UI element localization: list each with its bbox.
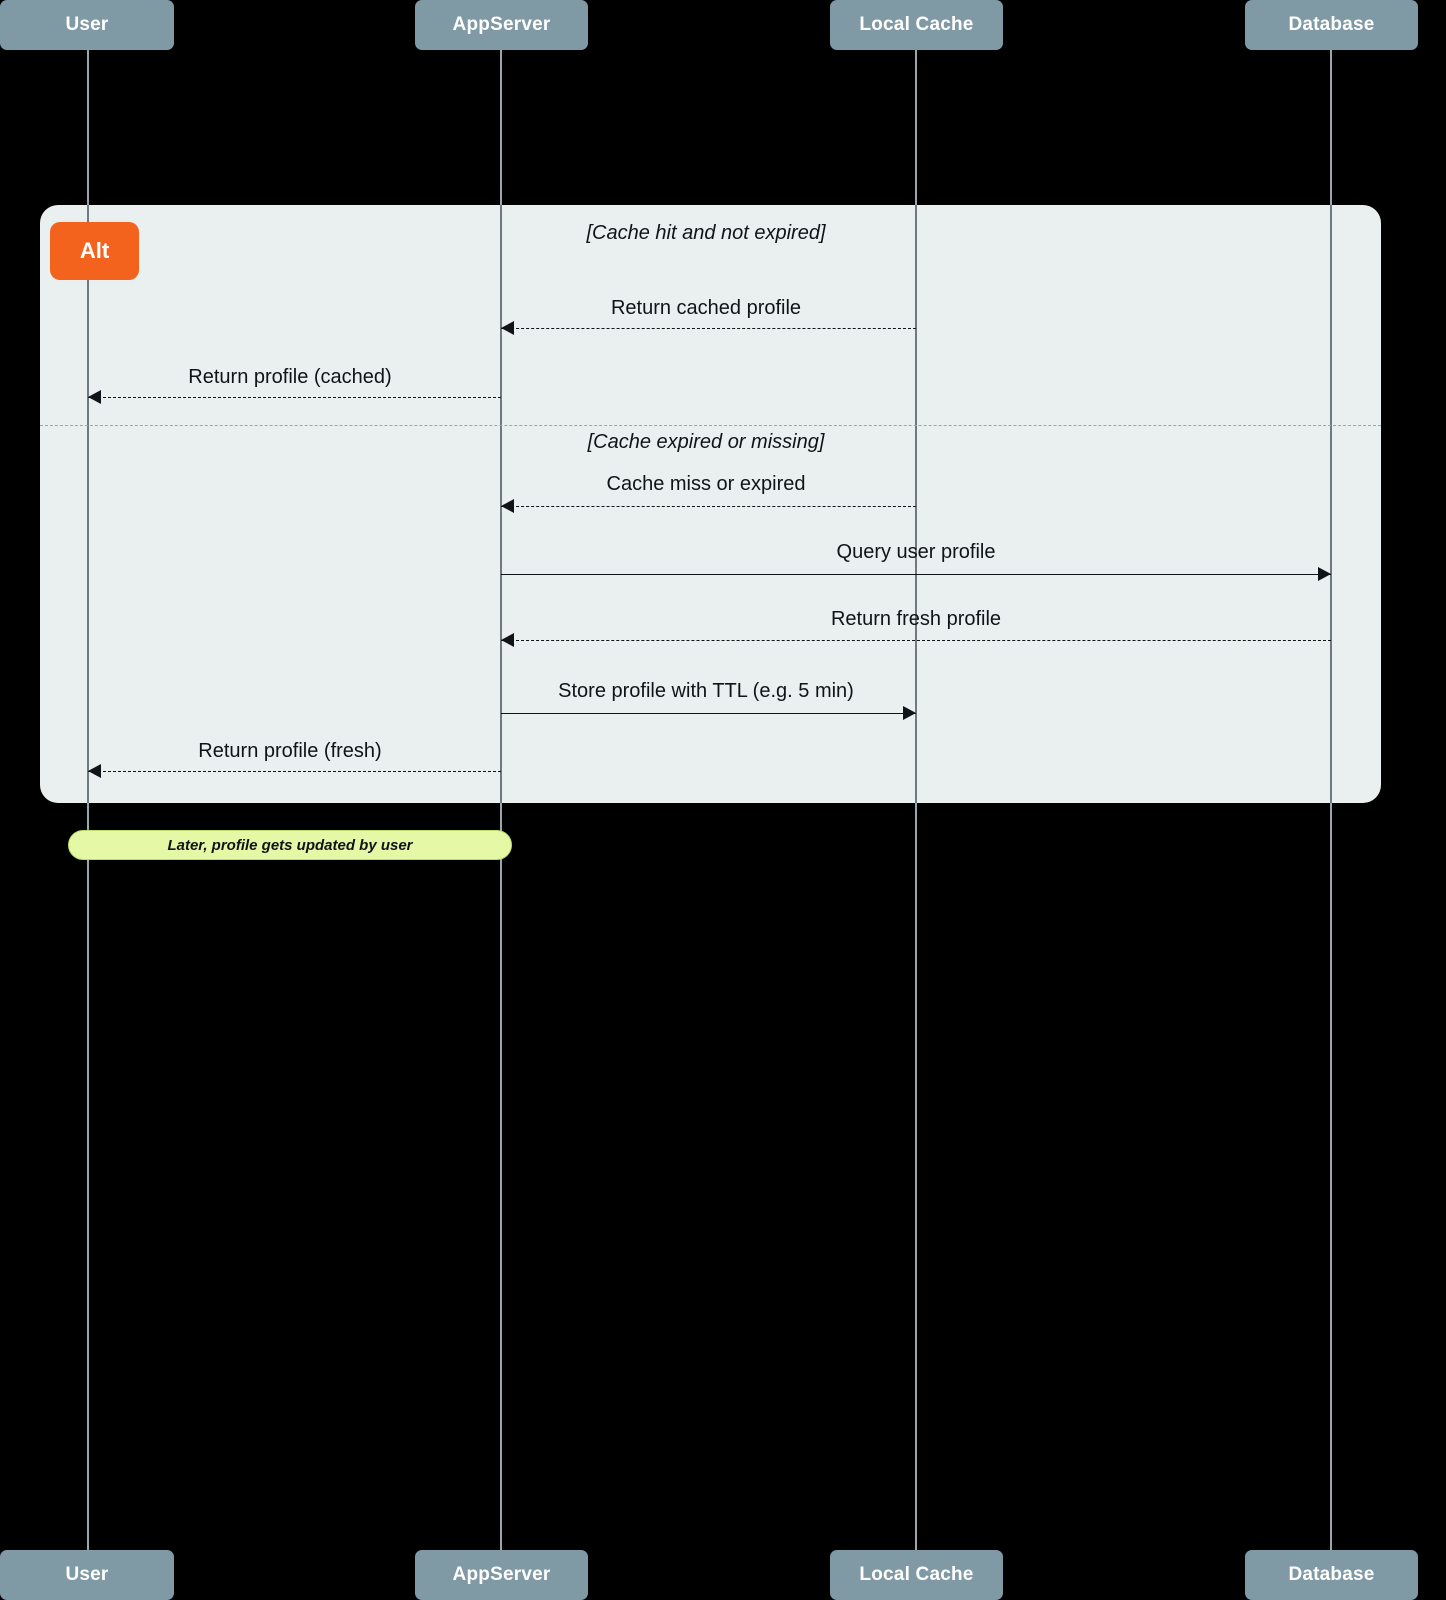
alt-fragment-label: Alt [50,222,139,280]
message-arrowhead-m4 [1318,567,1331,581]
note-text: Later, profile gets updated by user [167,836,413,854]
lifeline-segment-user [87,205,89,803]
message-line-m4 [501,574,1331,575]
participant-cache-bottom[interactable]: Local Cache [830,1550,1003,1600]
alt-guard-condition-2: [Cache expired or missing] [587,431,825,453]
participant-user-bottom[interactable]: User [0,1550,174,1600]
message-line-m6 [501,713,916,714]
participant-label: Database [1288,14,1375,35]
participant-label: Database [1288,1564,1375,1585]
participant-label: User [65,1564,109,1585]
alt-fragment-box [40,205,1381,803]
message-arrowhead-m1 [501,321,514,335]
participant-user-top[interactable]: User [0,0,174,50]
message-label-m3: Cache miss or expired [606,473,806,495]
lifeline-segment-cache [915,205,917,803]
message-label-m6: Store profile with TTL (e.g. 5 min) [558,680,854,702]
message-line-m7 [88,771,501,772]
message-line-m5 [501,640,1331,641]
participant-label: User [65,14,109,35]
participant-database-bottom[interactable]: Database [1245,1550,1418,1600]
lifeline-segment-database [1330,205,1332,803]
participant-cache-top[interactable]: Local Cache [830,0,1003,50]
message-arrowhead-m5 [501,633,514,647]
message-label-m4: Query user profile [836,541,996,563]
participant-label: Local Cache [859,14,974,35]
message-line-m1 [501,328,916,329]
message-label-m1: Return cached profile [610,297,802,319]
message-label-m7: Return profile (fresh) [198,740,382,762]
participant-appserver-top[interactable]: AppServer [415,0,588,50]
participant-label: Local Cache [859,1564,974,1585]
message-arrowhead-m2 [88,390,101,404]
participant-database-top[interactable]: Database [1245,0,1418,50]
sequence-note-n1: Later, profile gets updated by user [68,830,512,860]
participant-label: AppServer [452,1564,551,1585]
message-arrowhead-m6 [903,706,916,720]
message-arrowhead-m7 [88,764,101,778]
alt-guard-condition-1: [Cache hit and not expired] [586,222,826,244]
participant-appserver-bottom[interactable]: AppServer [415,1550,588,1600]
alt-section-divider [40,425,1381,426]
message-arrowhead-m3 [501,499,514,513]
message-line-m3 [501,506,916,507]
message-line-m2 [88,397,501,398]
message-label-m5: Return fresh profile [830,608,1002,630]
message-label-m2: Return profile (cached) [188,366,392,388]
participant-label: AppServer [452,14,551,35]
